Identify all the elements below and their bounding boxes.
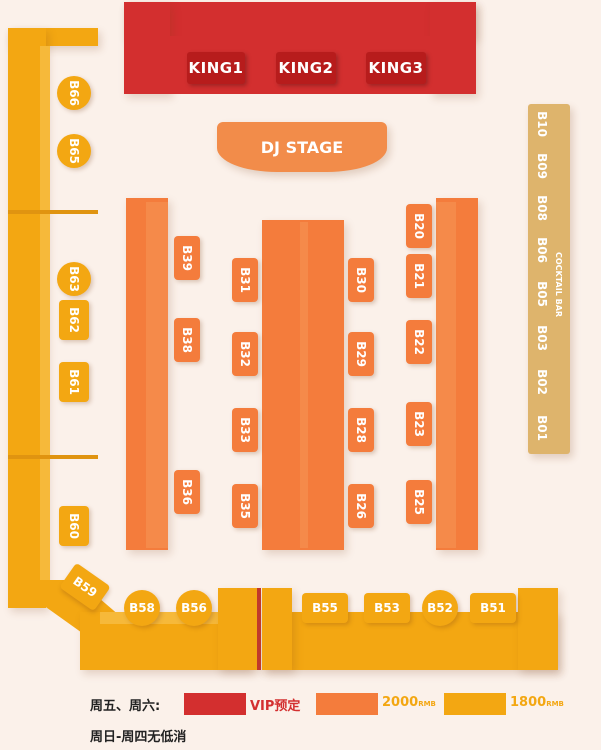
long-table-left-edge	[146, 202, 168, 548]
bottom-wall-left-post	[218, 588, 258, 670]
table-b61[interactable]: B61	[59, 362, 89, 402]
table-b32[interactable]: B32	[232, 332, 258, 376]
table-b53[interactable]: B53	[364, 593, 410, 623]
table-b02[interactable]: B02	[535, 369, 550, 395]
table-b66[interactable]: B66	[57, 76, 91, 110]
left-wall-outer	[8, 28, 46, 608]
table-b58[interactable]: B58	[124, 590, 160, 626]
bottom-wall-right-post-right	[518, 588, 558, 670]
table-b05[interactable]: B05	[535, 281, 550, 307]
table-b30[interactable]: B30	[348, 258, 374, 302]
long-table-center-mid	[300, 222, 308, 548]
table-b62[interactable]: B62	[59, 300, 89, 340]
table-b60[interactable]: B60	[59, 506, 89, 546]
legend-swatch-mid	[316, 693, 378, 715]
table-b38[interactable]: B38	[174, 318, 200, 362]
table-b10[interactable]: B10	[535, 111, 550, 137]
table-b06[interactable]: B06	[535, 237, 550, 263]
legend-mid-label: 2000RMB	[382, 695, 436, 710]
table-b52[interactable]: B52	[422, 590, 458, 626]
long-table-right-edge	[436, 202, 456, 548]
table-b03[interactable]: B03	[535, 325, 550, 351]
table-b51[interactable]: B51	[470, 593, 516, 623]
table-b33[interactable]: B33	[232, 408, 258, 452]
table-b35[interactable]: B35	[232, 484, 258, 528]
left-wall-inner	[40, 46, 50, 586]
vip-stage-back	[124, 2, 476, 38]
table-b63[interactable]: B63	[57, 262, 91, 296]
legend-swatch-low	[444, 693, 506, 715]
table-b56[interactable]: B56	[176, 590, 212, 626]
table-b29[interactable]: B29	[348, 332, 374, 376]
bottom-wall-gap	[257, 588, 261, 670]
table-b55[interactable]: B55	[302, 593, 348, 623]
legend-swatch-vip	[184, 693, 246, 715]
king-table-2[interactable]: KING2	[276, 52, 336, 84]
table-b31[interactable]: B31	[232, 258, 258, 302]
cocktail-bar: B10 B09 B08 B06 B05 B03 B02 B01 COCKTAIL…	[528, 104, 570, 454]
table-b22[interactable]: B22	[406, 320, 432, 364]
table-b20[interactable]: B20	[406, 204, 432, 248]
table-b26[interactable]: B26	[348, 484, 374, 528]
table-b39[interactable]: B39	[174, 236, 200, 280]
legend-low-label: 1800RMB	[510, 695, 564, 710]
table-b36[interactable]: B36	[174, 470, 200, 514]
dj-stage: DJ STAGE	[217, 122, 387, 172]
left-wall-divider-1	[8, 210, 98, 214]
table-b21[interactable]: B21	[406, 254, 432, 298]
table-b01[interactable]: B01	[535, 415, 550, 441]
king-table-3[interactable]: KING3	[366, 52, 426, 84]
table-b23[interactable]: B23	[406, 402, 432, 446]
legend-weekday-note: 周日-周四无低消	[90, 730, 187, 745]
legend-days-label: 周五、周六:	[90, 699, 161, 714]
table-b09[interactable]: B09	[535, 153, 550, 179]
cocktail-bar-label: COCKTAIL BAR	[554, 251, 564, 317]
table-b65[interactable]: B65	[57, 134, 91, 168]
table-b08[interactable]: B08	[535, 195, 550, 221]
table-b25[interactable]: B25	[406, 480, 432, 524]
legend-vip-label: VIP预定	[250, 699, 301, 714]
left-wall-divider-2	[8, 455, 98, 459]
bottom-wall-right-post-left	[262, 588, 292, 670]
king-table-1[interactable]: KING1	[187, 52, 245, 84]
table-b28[interactable]: B28	[348, 408, 374, 452]
